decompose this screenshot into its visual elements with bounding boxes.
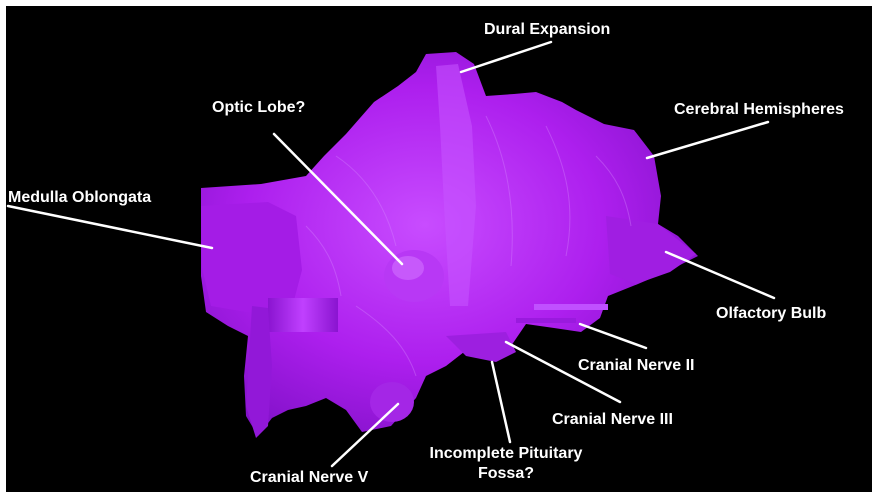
leader-cranial-nerve-v [332,404,398,466]
leader-medulla-oblongata [8,206,212,248]
label-cranial-nerve-iii: Cranial Nerve III [552,410,673,430]
label-cranial-nerve-ii: Cranial Nerve II [578,356,695,376]
leader-cerebral-hemispheres [647,122,768,158]
black-background-panel: Dural Expansion Optic Lobe? Cerebral Hem… [6,6,872,492]
label-leader-lines [6,6,872,492]
leader-dural-expansion [461,42,551,72]
leader-cranial-nerve-ii [580,324,646,348]
label-pituitary-fossa: Incomplete Pituitary Fossa? [410,444,602,484]
label-dural-expansion: Dural Expansion [484,20,610,40]
label-cerebral-hemispheres: Cerebral Hemispheres [674,100,844,120]
label-olfactory-bulb: Olfactory Bulb [716,304,826,324]
label-pituitary-line2: Fossa? [410,464,602,484]
leader-optic-lobe [274,134,402,264]
label-cranial-nerve-v: Cranial Nerve V [250,468,368,488]
label-optic-lobe: Optic Lobe? [212,98,305,118]
leader-olfactory-bulb [666,252,774,298]
label-medulla-oblongata: Medulla Oblongata [8,188,151,208]
leader-pituitary-fossa [492,362,510,442]
label-pituitary-line1: Incomplete Pituitary [410,444,602,464]
